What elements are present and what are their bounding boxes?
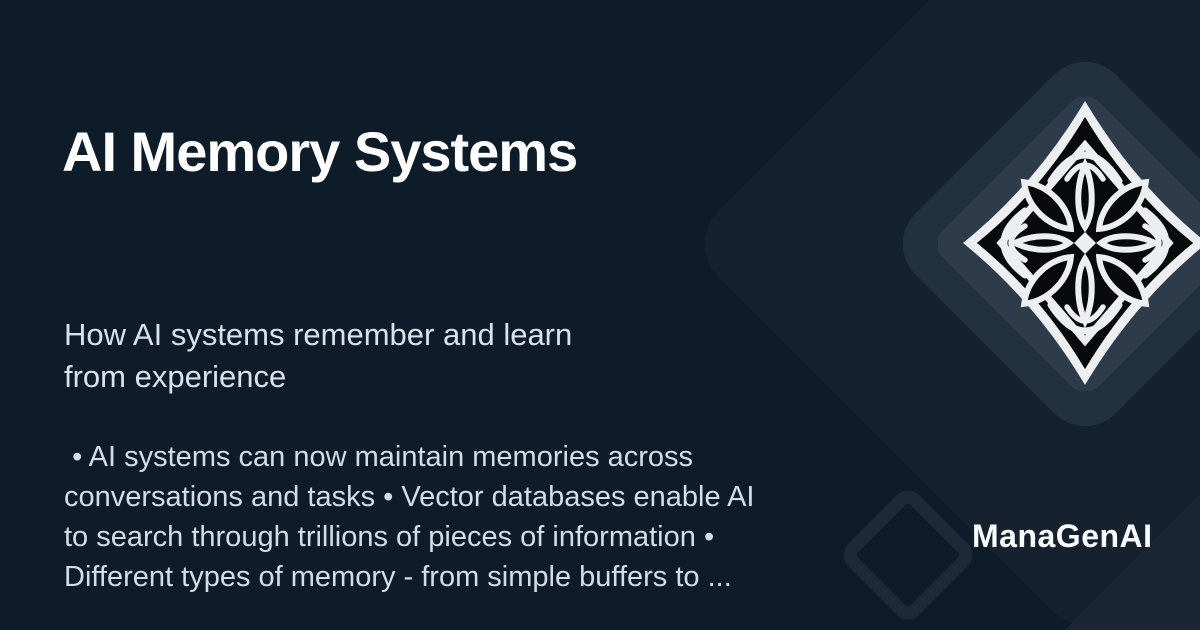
summary-text: • AI systems can now maintain memories a… <box>64 441 755 593</box>
brand-name: ManaGenAI <box>972 518 1153 554</box>
page-title: AI Memory Systems <box>62 120 578 183</box>
managenai-diamond-ornament-icon <box>963 101 1200 385</box>
subtitle: How AI systems remember and learn from e… <box>64 317 573 394</box>
